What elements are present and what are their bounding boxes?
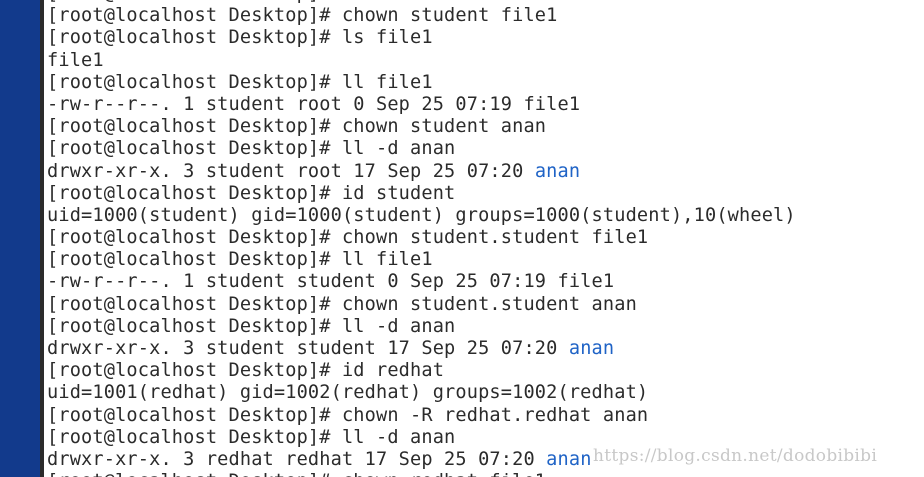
terminal-line-text: [root@localhost Desktop]# ll file1 (47, 249, 433, 271)
terminal-line: [root@localhost Desktop]# chown student … (47, 116, 796, 138)
terminal-line-text: [root@localhost Desktop]# ll -d anan (47, 138, 456, 160)
terminal-line: [root@localhost Desktop]# ll -d anan (47, 316, 796, 338)
terminal-line-text: [root@localhost Desktop]# chown student … (47, 0, 546, 4)
terminal-window[interactable]: [root@localhost Desktop]# chown student … (44, 0, 924, 477)
terminal-line-text: [root@localhost Desktop]# id redhat (47, 360, 445, 382)
terminal-line: [root@localhost Desktop]# ll file1 (47, 72, 796, 94)
terminal-line: drwxr-xr-x. 3 redhat redhat 17 Sep 25 07… (47, 449, 796, 471)
terminal-line: [root@localhost Desktop]# chown student … (47, 0, 796, 5)
terminal-line: [root@localhost Desktop]# chown redhat f… (47, 471, 796, 477)
terminal-line-text: drwxr-xr-x. 3 redhat redhat 17 Sep 25 07… (47, 448, 547, 470)
terminal-line: [root@localhost Desktop]# ll -d anan (47, 138, 796, 160)
directory-name: anan (546, 448, 592, 470)
terminal-line-text: -rw-r--r--. 1 student root 0 Sep 25 07:1… (47, 93, 581, 115)
terminal-line: uid=1001(redhat) gid=1002(redhat) groups… (47, 382, 796, 404)
terminal-line-text: drwxr-xr-x. 3 student student 17 Sep 25 … (47, 338, 569, 359)
terminal-line-text: [root@localhost Desktop]# chown -R redha… (47, 404, 649, 426)
terminal-line-text: file1 (47, 49, 104, 71)
watermark: https://blog.csdn.net/dodobibibi (593, 446, 878, 466)
terminal-line: [root@localhost Desktop]# ls file1 (47, 27, 796, 49)
terminal-output[interactable]: [root@localhost Desktop]# chown student … (47, 0, 796, 477)
terminal-line: uid=1000(student) gid=1000(student) grou… (47, 205, 796, 227)
directory-name: anan (534, 160, 581, 182)
desktop-background (0, 0, 40, 477)
terminal-line: [root@localhost Desktop]# id student (47, 183, 796, 205)
terminal-line-text: [root@localhost Desktop]# chown student.… (47, 293, 637, 315)
terminal-line-text: drwxr-xr-x. 3 student root 17 Sep 25 07:… (47, 160, 535, 182)
terminal-line-text: [root@localhost Desktop]# chown student … (47, 5, 558, 27)
terminal-line-text: [root@localhost Desktop]# ll -d anan (47, 315, 456, 337)
terminal-line-text: [root@localhost Desktop]# chown student … (47, 116, 547, 138)
terminal-line: [root@localhost Desktop]# chown student.… (47, 227, 796, 249)
terminal-line-text: [root@localhost Desktop]# ll -d anan (47, 426, 456, 448)
terminal-line: -rw-r--r--. 1 student student 0 Sep 25 0… (47, 271, 796, 293)
terminal-line-text: uid=1001(redhat) gid=1002(redhat) groups… (47, 382, 649, 404)
terminal-line-text: uid=1000(student) gid=1000(student) grou… (47, 204, 796, 226)
terminal-line: drwxr-xr-x. 3 student student 17 Sep 25 … (47, 338, 796, 360)
terminal-line-text: [root@localhost Desktop]# chown redhat f… (47, 471, 546, 477)
terminal-window-edge (40, 0, 44, 477)
terminal-line: drwxr-xr-x. 3 student root 17 Sep 25 07:… (47, 161, 796, 183)
terminal-line: [root@localhost Desktop]# chown student … (47, 5, 796, 27)
terminal-line: [root@localhost Desktop]# chown -R redha… (47, 405, 796, 427)
terminal-line: [root@localhost Desktop]# ll -d anan (47, 427, 796, 449)
terminal-line: file1 (47, 50, 796, 72)
terminal-line: [root@localhost Desktop]# ll file1 (47, 249, 796, 271)
directory-name: anan (568, 338, 615, 359)
terminal-line-text: -rw-r--r--. 1 student student 0 Sep 25 0… (47, 271, 615, 293)
terminal-line-text: [root@localhost Desktop]# chown student.… (47, 227, 649, 249)
terminal-line-text: [root@localhost Desktop]# id student (47, 182, 456, 204)
terminal-line-text: [root@localhost Desktop]# ll file1 (47, 71, 433, 93)
terminal-line: -rw-r--r--. 1 student root 0 Sep 25 07:1… (47, 94, 796, 116)
terminal-line-text: [root@localhost Desktop]# ls file1 (47, 27, 433, 49)
terminal-line: [root@localhost Desktop]# id redhat (47, 360, 796, 382)
terminal-line: [root@localhost Desktop]# chown student.… (47, 294, 796, 316)
